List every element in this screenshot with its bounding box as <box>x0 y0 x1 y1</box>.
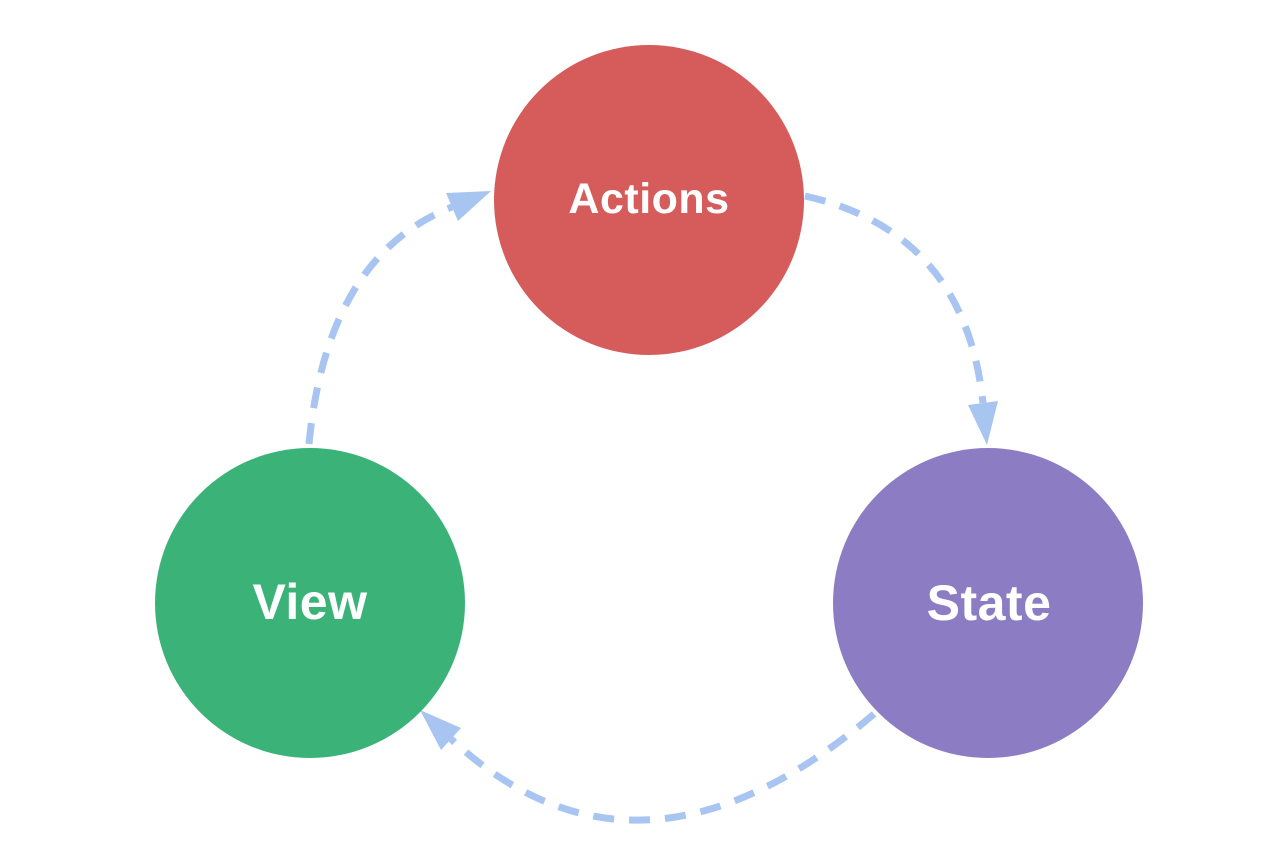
arrowhead-actions-to-state <box>968 401 998 445</box>
edge-view-to-actions-path <box>305 203 454 445</box>
edge-actions-to-state-path <box>804 192 987 404</box>
arrowhead-state-to-view <box>420 710 461 750</box>
node-state: State <box>833 448 1143 758</box>
node-state-label: State <box>927 575 1052 631</box>
node-view-circle <box>155 448 465 758</box>
edge-state-to-view-path <box>448 711 877 824</box>
node-actions: Actions <box>494 45 804 355</box>
edge-actions-to-state <box>804 192 998 445</box>
node-view-label: View <box>252 574 367 630</box>
node-actions-circle <box>494 45 804 355</box>
node-actions-label: Actions <box>568 175 729 223</box>
node-state-circle <box>833 448 1143 758</box>
node-view: View <box>155 448 465 758</box>
edge-view-to-actions <box>305 191 491 445</box>
arrowhead-view-to-actions <box>446 191 491 221</box>
edge-state-to-view <box>420 710 877 824</box>
